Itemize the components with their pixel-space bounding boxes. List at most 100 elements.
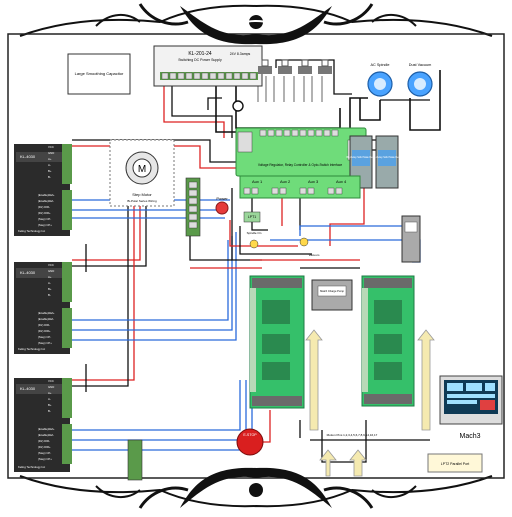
right-relay xyxy=(401,215,421,263)
svg-text:A-: A- xyxy=(48,281,51,285)
svg-text:(Enable)Ref-: (Enable)Ref- xyxy=(38,199,54,203)
svg-text:Keling Technology Inc: Keling Technology Inc xyxy=(18,465,46,469)
aux-modules: Aux 1 Aux 2 Aux 3 Aux 4 xyxy=(239,175,361,199)
signal-relays xyxy=(258,59,332,74)
power-indicator: Power xyxy=(215,196,229,215)
svg-text:(Dir) DIR-: (Dir) DIR- xyxy=(38,439,50,443)
top-flourish xyxy=(180,6,332,45)
svg-text:(Dir) DIR-: (Dir) DIR- xyxy=(38,205,50,209)
svg-text:Keling Technology Inc: Keling Technology Inc xyxy=(18,229,46,233)
spindle-on-label: Spindle On xyxy=(247,231,262,235)
svg-text:(Enable)Ref+: (Enable)Ref+ xyxy=(38,427,55,431)
svg-text:VCC: VCC xyxy=(48,379,54,383)
charge-pump-label: Match Charge Pump xyxy=(320,289,344,293)
regulator-board: Voltage Regulator, Relay Controller & Op… xyxy=(235,127,367,177)
svg-text:(Step) CP-: (Step) CP- xyxy=(38,335,51,339)
vacuum-label: Vacuum xyxy=(309,253,320,257)
ac-switch-icon xyxy=(232,100,244,112)
spindle-on-icon xyxy=(249,239,259,249)
vacuum-icon xyxy=(299,237,309,247)
mach3-computer: Mach3 LPT2 Parallel Port xyxy=(427,375,503,473)
svg-text:(Step) CP+: (Step) CP+ xyxy=(38,223,52,227)
svg-text:A-: A- xyxy=(48,163,51,167)
motor-label: Step Motor xyxy=(132,192,152,197)
svg-text:KL-4030: KL-4030 xyxy=(20,270,36,275)
ornament-frame xyxy=(7,3,505,509)
motor-sub: Bi-Polar Series Wiring xyxy=(127,199,157,203)
breakout-board-2 xyxy=(361,275,415,407)
svg-text:(Step) CP+: (Step) CP+ xyxy=(38,457,52,461)
svg-text:(Step) CP+: (Step) CP+ xyxy=(38,341,52,345)
ribbon-cables xyxy=(305,329,435,477)
parallel-port-label: LPT2 Parallel Port xyxy=(441,462,469,466)
breakout-board-1 xyxy=(249,275,305,409)
aux-1-label: Aux 1 xyxy=(252,179,263,184)
svg-text:(Enable)Ref+: (Enable)Ref+ xyxy=(38,193,55,197)
svg-text:VCC: VCC xyxy=(48,263,54,267)
svg-text:(Dir) DIR-: (Dir) DIR- xyxy=(38,323,50,327)
regulator-label: Voltage Regulator, Relay Controller & Op… xyxy=(258,163,343,167)
driver-2: KL-4030 VCC GND A+ A- B+ B- (Enable)Ref+ (En… xyxy=(14,262,72,354)
svg-text:A+: A+ xyxy=(48,391,52,395)
power-supply-rating: 24V 8.3amps xyxy=(230,52,251,56)
svg-text:(Enable)Ref-: (Enable)Ref- xyxy=(38,317,54,321)
bottom-flourish xyxy=(180,467,332,508)
svg-text:B+: B+ xyxy=(48,403,52,407)
smoothing-capacitor: Large Smoothing Capacitor xyxy=(67,53,131,95)
ac-spindle-label: AC Spindle xyxy=(371,63,390,67)
aux-2-label: Aux 2 xyxy=(280,179,291,184)
svg-text:KL-4030: KL-4030 xyxy=(20,154,36,159)
relay-2-label: BK-Relay Solid State Relay xyxy=(372,156,402,159)
power-supply-model: KL-201-24 xyxy=(188,51,212,57)
svg-text:A+: A+ xyxy=(48,275,52,279)
terminal-strip xyxy=(127,177,201,481)
svg-text:KL-4030: KL-4030 xyxy=(20,386,36,391)
driver-3: KL-4030 VCC GND A+ A- B+ B- (Enable)Ref+ (En… xyxy=(14,378,72,472)
lpt1-label: LPT1 xyxy=(248,215,256,219)
svg-text:(Dir) DIR+: (Dir) DIR+ xyxy=(38,211,51,215)
mach3-label: Mach3 xyxy=(459,433,480,440)
power-supply: KL-201-24 Switching DC Power Supply 24V … xyxy=(153,45,263,87)
motion-pins-label: Motion Pins 1,2,3,4,5,6,7,8,9,14,16,17 xyxy=(327,433,378,437)
e-stop-icon xyxy=(236,428,264,456)
svg-text:GND: GND xyxy=(48,151,54,155)
svg-text:(Dir) DIR+: (Dir) DIR+ xyxy=(38,329,51,333)
svg-text:B-: B- xyxy=(48,175,51,179)
capacitor-label: Large Smoothing Capacitor xyxy=(75,71,124,76)
svg-text:(Enable)Ref+: (Enable)Ref+ xyxy=(38,311,55,315)
svg-text:(Step) CP-: (Step) CP- xyxy=(38,217,51,221)
svg-text:B+: B+ xyxy=(48,169,52,173)
svg-text:B+: B+ xyxy=(48,287,52,291)
svg-text:B-: B- xyxy=(48,293,51,297)
svg-text:B-: B- xyxy=(48,409,51,413)
svg-text:(Dir) DIR+: (Dir) DIR+ xyxy=(38,445,51,449)
e-stop-label: E-STOP xyxy=(243,433,257,437)
svg-text:(Step) CP-: (Step) CP- xyxy=(38,451,51,455)
svg-text:GND: GND xyxy=(48,385,54,389)
lpt1-connector: LPT1 xyxy=(243,211,261,223)
power-supply-title: Switching DC Power Supply xyxy=(178,58,222,62)
power-label: Power xyxy=(216,196,228,201)
svg-text:A+: A+ xyxy=(48,157,52,161)
aux-indicators: Spindle On Vacuum xyxy=(247,231,320,257)
solid-state-relays: BK-Relay Solid State Relay BK-Relay Soli… xyxy=(346,135,402,189)
relay-1-label: BK-Relay Solid State Relay xyxy=(346,156,376,159)
svg-text:Keling Technology Inc: Keling Technology Inc xyxy=(18,347,46,351)
charge-pump: Match Charge Pump xyxy=(311,279,353,311)
wires xyxy=(72,59,441,463)
aux-4-label: Aux 4 xyxy=(336,179,347,184)
ac-devices: AC Spindle Dust Vacuum xyxy=(367,63,433,97)
svg-text:GND: GND xyxy=(48,269,54,273)
svg-text:VCC: VCC xyxy=(48,145,54,149)
svg-text:A-: A- xyxy=(48,397,51,401)
svg-text:(Enable)Ref-: (Enable)Ref- xyxy=(38,433,54,437)
dust-vacuum-label: Dust Vacuum xyxy=(409,63,432,67)
driver-1: KL-4030 VCC GND A+ A- B+ B- (Enable)Ref+ (En… xyxy=(14,144,72,236)
step-motor: M Step Motor Bi-Polar Series Wiring xyxy=(109,139,175,207)
power-light-icon xyxy=(215,201,229,215)
motor-letter: M xyxy=(138,164,146,175)
e-stop: E-STOP xyxy=(236,428,264,456)
aux-3-label: Aux 3 xyxy=(308,179,319,184)
